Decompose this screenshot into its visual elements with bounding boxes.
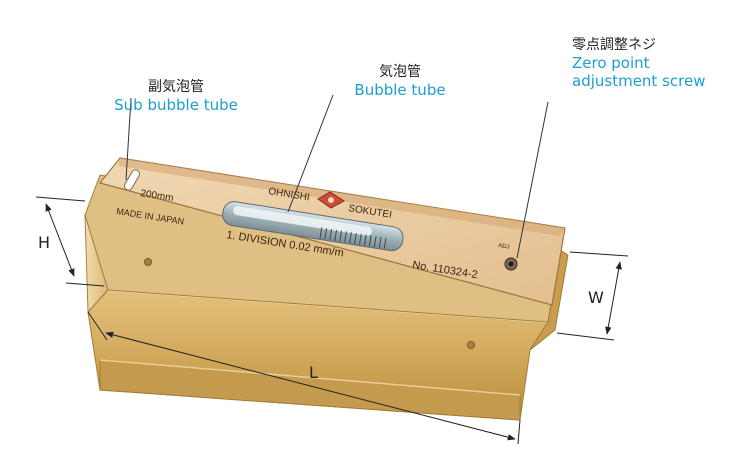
bubble-tube	[222, 201, 404, 252]
zero-screw-label-jp: 零点調整ネジ	[572, 37, 656, 53]
bubble-label-jp: 気泡管	[379, 64, 421, 80]
bubble-callout: 気泡管 Bubble tube	[325, 63, 475, 99]
height-dimension	[35, 196, 105, 287]
marking-size: 200mm	[140, 188, 175, 204]
sub-bubble-leader	[125, 97, 132, 181]
rivet-left	[144, 258, 152, 266]
height-label: H	[38, 233, 50, 252]
marking-adj: ADJ	[498, 243, 510, 251]
width-label: W	[588, 288, 604, 307]
rivet-right	[467, 341, 475, 349]
zero-screw-callout: 零点調整ネジ Zero point adjustment screw	[558, 36, 738, 90]
width-dimension	[556, 251, 629, 341]
sub-bubble-label-en: Sub bubble tube	[114, 96, 238, 114]
zero-point-screw	[504, 257, 518, 271]
zero-screw-label-en-1: Zero point	[572, 54, 650, 72]
sub-bubble-tube	[124, 169, 140, 191]
bubble-leader	[287, 94, 334, 213]
zero-screw-label-en-2: adjustment screw	[572, 72, 706, 90]
zero-screw-leader	[516, 101, 549, 259]
length-dimension	[87, 311, 521, 445]
sub-bubble-label-jp: 副気泡管	[148, 79, 204, 95]
sub-bubble-callout: 副気泡管 Sub bubble tube	[96, 78, 256, 114]
brand-logo	[317, 191, 345, 209]
bubble-label-en: Bubble tube	[354, 81, 446, 99]
length-label: L	[309, 363, 318, 382]
